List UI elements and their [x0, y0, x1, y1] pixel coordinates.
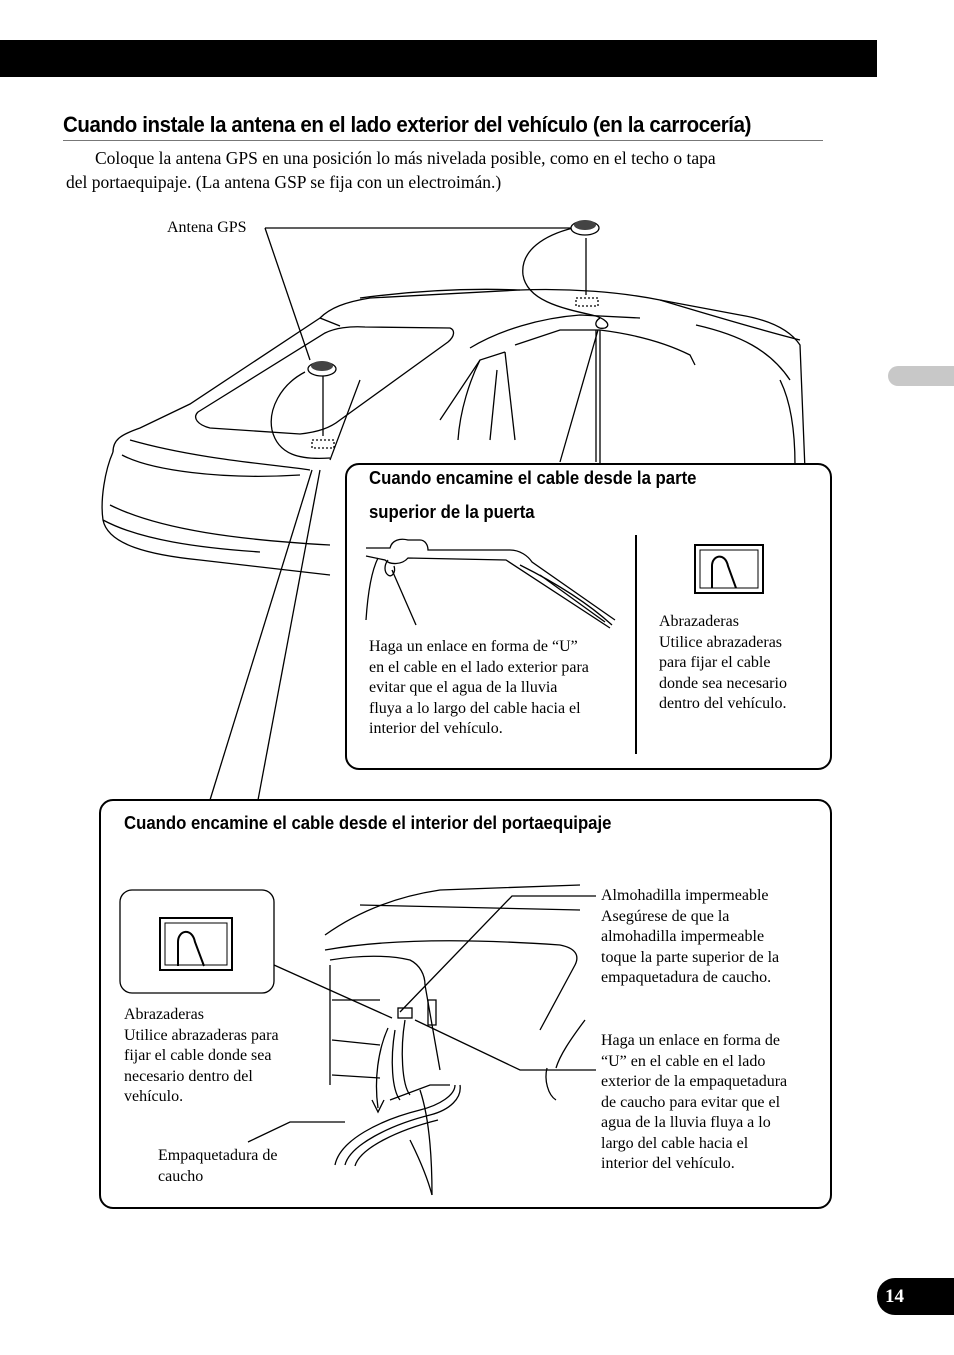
door-clamps-line-5: dentro del vehículo. [659, 695, 787, 712]
door-u-loop-line-2: en el cable en el lado exterior para [369, 658, 589, 676]
door-clamps-text: Abrazaderas Utilice abrazaderas para fij… [659, 612, 819, 715]
section-heading: Cuando instale la antena en el lado exte… [63, 112, 752, 137]
gasket-line-1: Empaquetadura de [158, 1147, 278, 1164]
door-box-title-1: Cuando encamine el cable desde la parte [369, 468, 697, 488]
trunk-u-loop-line-3: exterior de la empaquetadura [601, 1073, 788, 1090]
door-clamps-line-4: donde sea necesario [659, 674, 787, 692]
trunk-u-loop-text: Haga un enlace en forma de “U” en el cab… [601, 1031, 821, 1175]
door-u-loop-line-5: interior del vehículo. [369, 720, 503, 737]
door-u-loop-line-1: Haga un enlace en forma de “U” [369, 638, 578, 655]
door-clamps-line-2: Utilice abrazaderas [659, 633, 783, 651]
door-routing-box [345, 463, 832, 770]
intro-line-1: Coloque la antena GPS en una posición lo… [95, 148, 716, 168]
trunk-routing-box [99, 799, 832, 1209]
trunk-u-loop-line-2: “U” en el cable en el lado [601, 1052, 766, 1070]
section-tab [888, 366, 954, 386]
page-number: 14 [877, 1278, 954, 1315]
door-clamps-line-1: Abrazaderas [659, 613, 739, 630]
header-bar [0, 40, 877, 77]
trunk-clamps-line-4: necesario dentro del [124, 1067, 253, 1085]
trunk-clamps-line-2: Utilice abrazaderas para [124, 1026, 279, 1044]
trunk-clamps-text: Abrazaderas Utilice abrazaderas para fij… [124, 1005, 314, 1108]
pad-line-2: Asegúrese de que la [601, 907, 730, 925]
trunk-clamps-line-5: vehículo. [124, 1088, 184, 1105]
pad-line-5: empaquetadura de caucho. [601, 969, 772, 986]
pad-line-3: almohadilla impermeable [601, 928, 765, 945]
intro-line-2: del portaequipaje. (La antena GSP se fij… [66, 172, 502, 192]
pad-line-4: toque la parte superior de la [601, 948, 780, 966]
door-u-loop-line-3: evitar que el agua de la lluvia [369, 679, 558, 696]
trunk-u-loop-line-7: interior del vehículo. [601, 1155, 735, 1172]
pad-line-1: Almohadilla impermeable [601, 887, 769, 904]
trunk-clamps-line-3: fijar el cable donde sea [124, 1047, 272, 1064]
trunk-u-loop-line-5: agua de la lluvia fluya a lo [601, 1114, 771, 1131]
door-box-title-2: superior de la puerta [369, 502, 535, 522]
heading-rule [63, 140, 823, 141]
door-u-loop-text: Haga un enlace en forma de “U” en el cab… [369, 637, 624, 740]
trunk-u-loop-line-6: largo del cable hacia el [601, 1134, 749, 1152]
intro-paragraph: Coloque la antena GPS en una posición lo… [66, 146, 835, 194]
door-u-loop-line-4: fluya a lo largo del cable hacia el [369, 699, 581, 717]
trunk-u-loop-line-4: de caucho para evitar que el [601, 1093, 781, 1111]
antenna-label: Antena GPS [167, 219, 247, 236]
door-clamps-line-3: para fijar el cable [659, 654, 771, 671]
gasket-line-2: caucho [158, 1167, 204, 1185]
gasket-text: Empaquetadura de caucho [158, 1146, 318, 1187]
trunk-clamps-line-1: Abrazaderas [124, 1006, 204, 1023]
pad-text: Almohadilla impermeable Asegúrese de que… [601, 886, 821, 989]
trunk-box-title: Cuando encamine el cable desde el interi… [124, 813, 612, 833]
trunk-u-loop-line-1: Haga un enlace en forma de [601, 1032, 781, 1049]
